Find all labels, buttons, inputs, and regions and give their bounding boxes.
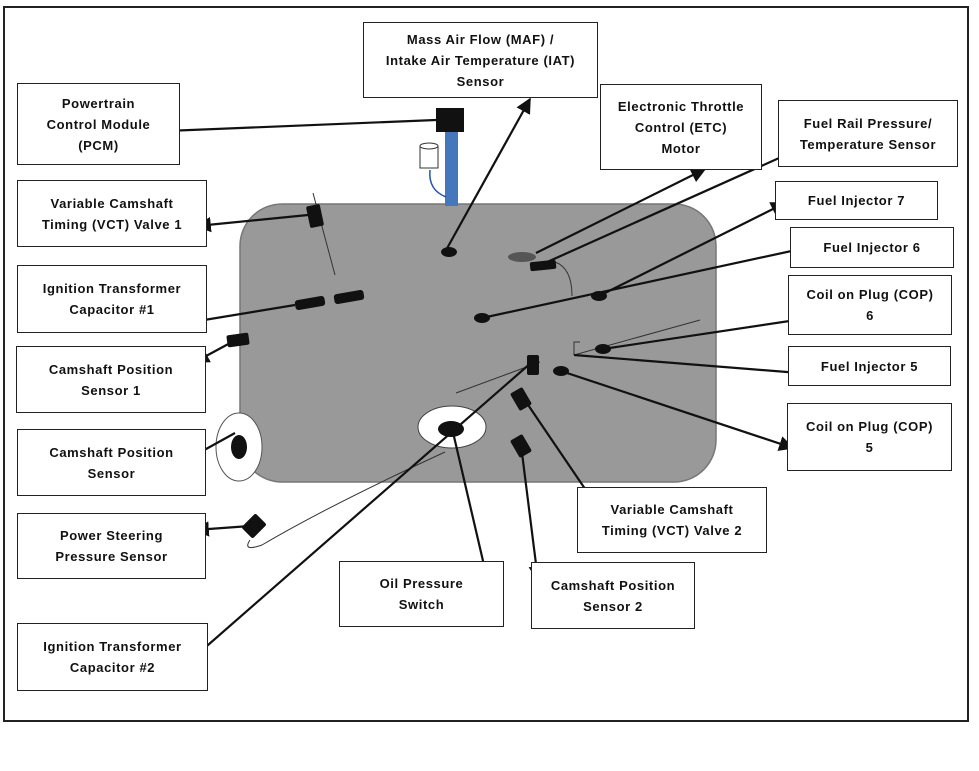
label-oil-pressure-switch: Oil Pressure Switch <box>339 561 504 627</box>
maf-sensor-canister <box>419 142 447 198</box>
label-camshaft-position-sensor: Camshaft Position Sensor <box>17 429 206 496</box>
intake-tube <box>445 128 458 206</box>
label-ignition-transformer-capacitor-2: Ignition Transformer Capacitor #2 <box>17 623 208 691</box>
wiring <box>247 192 701 549</box>
label-pcm: Powertrain Control Module (PCM) <box>17 83 180 165</box>
label-maf-iat-sensor: Mass Air Flow (MAF) / Intake Air Tempera… <box>363 22 598 98</box>
leader-arrows <box>164 97 825 661</box>
diagram-frame <box>3 6 969 722</box>
label-fuel-injector-5: Fuel Injector 5 <box>788 346 951 386</box>
camshaft-pulley-hub <box>231 435 247 459</box>
label-vct-valve-1: Variable Camshaft Timing (VCT) Valve 1 <box>17 180 207 247</box>
label-coil-on-plug-5: Coil on Plug (COP) 5 <box>787 403 952 471</box>
label-fuel-rail-pressure-sensor: Fuel Rail Pressure/ Temperature Sensor <box>778 100 958 167</box>
label-fuel-injector-7: Fuel Injector 7 <box>775 181 938 220</box>
label-camshaft-position-sensor-1: Camshaft Position Sensor 1 <box>16 346 206 413</box>
oil-pressure-switch-body <box>438 421 464 437</box>
pcm-box <box>436 108 464 132</box>
label-fuel-injector-6: Fuel Injector 6 <box>790 227 954 268</box>
label-vct-valve-2: Variable Camshaft Timing (VCT) Valve 2 <box>577 487 767 553</box>
label-ignition-transformer-capacitor-1: Ignition Transformer Capacitor #1 <box>17 265 207 333</box>
label-etc-motor: Electronic Throttle Control (ETC) Motor <box>600 84 762 170</box>
label-camshaft-position-sensor-2: Camshaft Position Sensor 2 <box>531 562 695 629</box>
label-coil-on-plug-6: Coil on Plug (COP) 6 <box>788 275 952 335</box>
label-power-steering-pressure-sensor: Power Steering Pressure Sensor <box>17 513 206 579</box>
